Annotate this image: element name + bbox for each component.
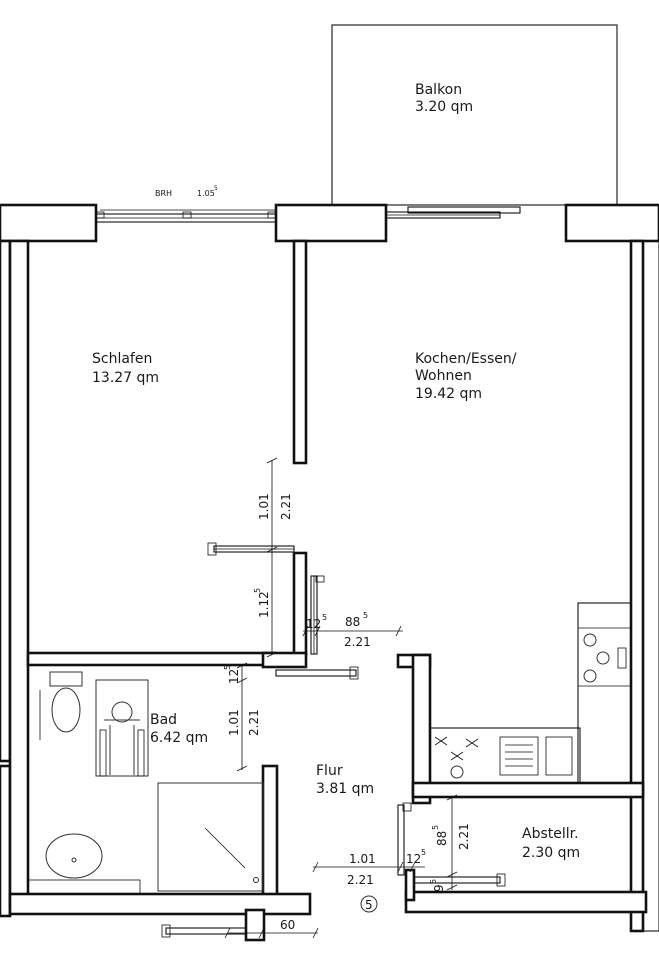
dim-101-flur: 1.01 xyxy=(349,852,376,866)
door-entrance xyxy=(161,924,247,938)
room-abstellr-name: Abstellr. xyxy=(522,826,579,842)
dim-12-b: 12 xyxy=(227,669,241,684)
dim-101-top: 1.01 xyxy=(257,493,271,520)
room-flur-area: 3.81 qm xyxy=(316,781,374,797)
dim-9-sup: 5 xyxy=(429,879,438,884)
balcony-door xyxy=(385,206,521,219)
wall-right-neighbour xyxy=(642,240,659,932)
room-balkon-name: Balkon xyxy=(415,82,462,98)
dim-12-c: 12 xyxy=(406,852,421,866)
dim-88-a: 88 xyxy=(345,615,360,629)
window-bedroom: BRH 1.05 5 xyxy=(95,185,277,223)
dim-9: 9 xyxy=(432,884,446,892)
dim-221-bad: 2.21 xyxy=(247,709,261,736)
dim-112-sup: 5 xyxy=(253,588,262,593)
toilet-icon xyxy=(39,671,83,740)
wall-bath-right xyxy=(261,764,279,898)
dim-12-a: 12 xyxy=(306,617,321,631)
wall-left-neighbour xyxy=(0,239,12,763)
wall-left xyxy=(8,239,30,908)
room-abstellr-area: 2.30 qm xyxy=(522,845,580,861)
dim-60: 60 xyxy=(280,918,295,932)
dim-221-flur: 2.21 xyxy=(347,873,374,887)
unit-marker-label: 5 xyxy=(365,898,373,912)
room-kochen-name2: Wohnen xyxy=(415,368,472,384)
dimension-lines xyxy=(224,457,458,939)
room-kochen-name: Kochen/Essen/ xyxy=(415,351,517,367)
dim-88-a-sup: 5 xyxy=(363,611,368,620)
window-brh-label: BRH xyxy=(155,189,172,198)
kitchen-sink-icon xyxy=(499,736,573,776)
wall-left-neighbour-lower xyxy=(0,764,12,918)
dim-12-a-sup: 5 xyxy=(322,613,327,622)
dim-221-mid: 2.21 xyxy=(344,635,371,649)
wall-bedroom-corner xyxy=(261,651,308,669)
dim-221-top: 2.21 xyxy=(279,493,293,520)
room-kochen-area: 19.42 qm xyxy=(415,386,482,402)
wall-right xyxy=(629,239,645,933)
dim-88-b: 88 xyxy=(435,831,449,846)
wall-bedroom-bottom xyxy=(26,651,277,667)
hob-icon xyxy=(434,736,479,779)
dim-101-bad: 1.01 xyxy=(227,709,241,736)
wall-storage-left xyxy=(404,868,416,902)
dim-12-b-sup: 5 xyxy=(223,665,232,670)
room-schlafen-name: Schlafen xyxy=(92,351,152,367)
washbasin-icon xyxy=(27,833,141,895)
kitchen-counter xyxy=(429,602,632,784)
wall-bedroom-living xyxy=(292,239,308,465)
room-flur-name: Flur xyxy=(316,763,343,779)
dim-12-c-sup: 5 xyxy=(421,848,426,857)
room-bad-area: 6.42 qm xyxy=(150,730,208,746)
door-storage xyxy=(397,802,506,887)
wall-storage-top xyxy=(411,781,645,799)
shower-icon xyxy=(157,782,264,892)
dim-221-abst: 2.21 xyxy=(457,823,471,850)
wall-kitchen-hall xyxy=(411,653,432,805)
dim-112: 1.12 xyxy=(257,591,271,618)
wall-top-right xyxy=(564,203,659,243)
dim-88-b-sup: 5 xyxy=(431,825,440,830)
balcony-outline xyxy=(331,24,618,206)
wall-bottom-right xyxy=(404,890,648,914)
wheelchair-icon xyxy=(95,679,149,777)
wall-bedroom-living-lower xyxy=(292,551,308,657)
wall-top-middle xyxy=(274,203,388,243)
unit-marker: 5 xyxy=(360,895,378,913)
window-brh-sup: 5 xyxy=(214,185,218,192)
door-bedroom xyxy=(207,542,295,556)
window-brh-value: 1.05 xyxy=(197,189,215,198)
wall-top-left xyxy=(0,203,98,243)
room-schlafen-area: 13.27 qm xyxy=(92,370,159,386)
door-bath xyxy=(275,666,359,680)
door-living xyxy=(310,575,325,655)
stove-icon xyxy=(583,633,627,683)
room-bad-name: Bad xyxy=(150,712,177,728)
wall-bottom-stub xyxy=(244,908,266,942)
room-balkon-area: 3.20 qm xyxy=(415,99,473,115)
wall-bottom-left xyxy=(8,892,312,916)
